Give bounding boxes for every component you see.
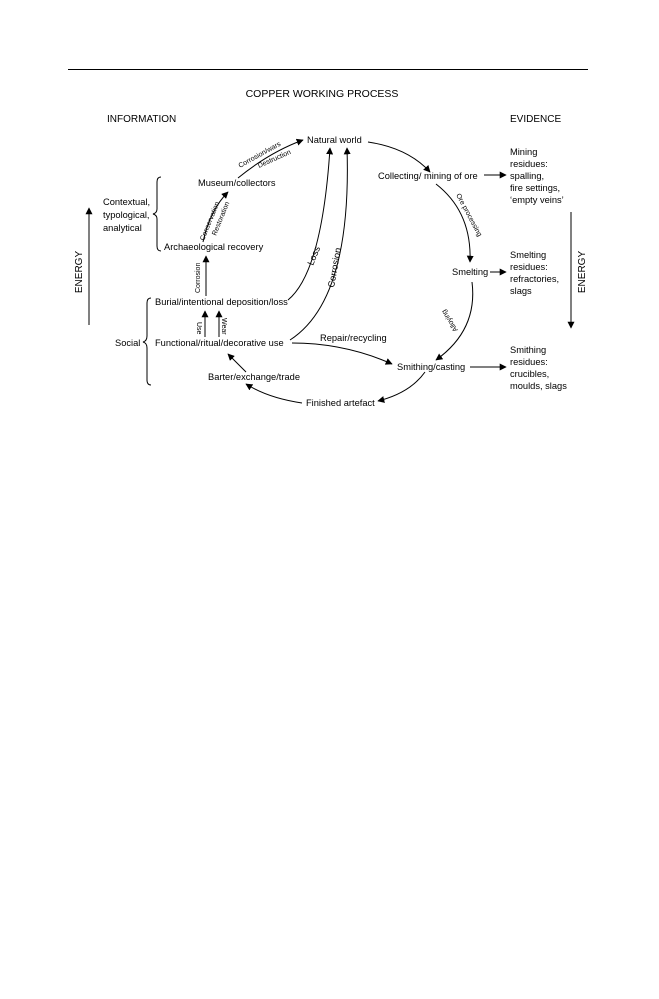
label-wear: Wear [220,318,227,335]
label-alloying: Alloying [441,308,460,333]
node-natural-world: Natural world [307,135,362,145]
label-corrosion-large: Corrosion [326,247,343,288]
arrow-repair-recycling [291,342,393,365]
evidence-smelting-line1: Smelting [510,250,546,260]
info-contextual-line3: analytical [103,223,142,233]
arrow-alloying [435,281,474,361]
info-contextual-line2: typological, [103,210,150,220]
arrow-smithing-to-artefact [377,371,426,403]
arrow-loss [287,147,334,301]
label-use: Use [195,322,202,335]
evidence-mining-line5: ‘empty veins’ [510,195,564,205]
node-collecting: Collecting/ mining of ore [378,171,478,181]
label-repair-recycling: Repair/recycling [320,333,387,343]
page-top-rule [68,69,588,70]
social-brace [142,297,152,386]
evidence-smithing-line1: Smithing [510,345,546,355]
energy-label-right: ENERGY [577,251,588,294]
node-museum: Museum/collectors [198,178,276,188]
node-finished-artefact: Finished artefact [306,398,375,408]
label-loss: Loss [306,244,323,266]
evidence-smithing-line3: crucibles, [510,369,549,379]
arrow-artefact-to-barter [245,383,303,404]
evidence-mining-line1: Mining [510,147,537,157]
evidence-smelting-line4: slags [510,286,532,296]
evidence-mining-line4: fire settings, [510,183,560,193]
arrow-barter-to-use [227,353,247,373]
information-header: INFORMATION [107,114,176,125]
energy-label-left: ENERGY [74,251,85,294]
arrow-ore-processing [435,183,474,263]
arrow-corrosion-large [289,147,351,341]
evidence-smithing-line4: moulds, slags [510,381,567,391]
node-barter: Barter/exchange/trade [208,372,300,382]
arrow-museum-to-natural [237,138,304,179]
label-ore-processing: Ore processing [454,193,483,238]
node-functional-use: Functional/ritual/decorative use [155,338,284,348]
node-burial: Burial/intentional deposition/loss [155,297,288,307]
evidence-smelting-line2: residues: [510,262,548,272]
evidence-mining-line3: spalling, [510,171,544,181]
arrow-recovery-to-museum [202,191,229,243]
node-smithing: Smithing/casting [397,362,465,372]
node-archaeological-recovery: Archaeological recovery [164,242,264,252]
evidence-smithing-line2: residues: [510,357,548,367]
evidence-smelting-line3: refractories, [510,274,559,284]
diagram-title: COPPER WORKING PROCESS [246,88,399,100]
arrow-natural-to-collecting [367,141,431,173]
info-social: Social [115,338,140,348]
contextual-brace [152,176,162,252]
node-smelting: Smelting [452,267,488,277]
label-corrosion-small: Corrosion [195,263,202,293]
info-contextual-line1: Contextual, [103,197,150,207]
evidence-header: EVIDENCE [510,114,561,125]
evidence-mining-line2: residues: [510,159,548,169]
